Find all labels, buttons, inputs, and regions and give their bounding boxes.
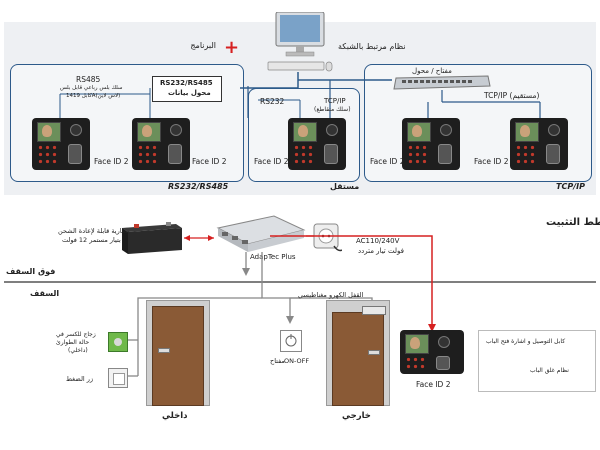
switch-ar-label: مفتاح (270, 357, 285, 365)
battery-icon (118, 218, 184, 256)
inside-door-handle (158, 348, 170, 353)
plus-icon: + (224, 37, 240, 58)
rs485-section-label: RS232/RS485 (168, 182, 229, 191)
rs232-label: RS232 (260, 97, 285, 106)
above-ceiling-label: فوق السقف (6, 267, 56, 276)
battery-label-line1: بطارية قابلة لإعادة الشحن (58, 227, 129, 235)
face-id-device-3 (288, 118, 346, 170)
legend-red-label: كابل التوصيل و اشارة فتح الباب (486, 338, 566, 345)
face-id-device-2 (132, 118, 190, 170)
tcpip-section-label: TCP/IP (556, 182, 585, 191)
crossover-cable-note: (سلك متقاطع) (314, 106, 351, 113)
network-connection-lines (59, 72, 541, 118)
outside-label: خارجي (342, 411, 371, 421)
adaptec-label: AdapTec Plus (250, 253, 296, 261)
face-id-device-5 (510, 118, 568, 170)
device-label-1: Face ID 2 (94, 157, 129, 166)
switch-label: مفتاح / محول (412, 67, 452, 75)
legend-box (478, 330, 596, 392)
converter-label-line2: محول بيانات (168, 89, 211, 97)
data-converter-box (152, 76, 222, 102)
outside-door (332, 312, 384, 406)
ac-voltage-ar-label: فولت تيار متردد (358, 247, 404, 255)
installation-title: مخطط التثبيت (546, 217, 600, 228)
face-id-device-4 (402, 118, 460, 170)
network-switch-icon (392, 74, 492, 92)
outside-door-handle (368, 350, 380, 355)
on-off-switch-icon (280, 330, 302, 352)
computer-icon (264, 11, 334, 84)
networked-system-label: نظام مرتبط بالشبكة (338, 42, 406, 51)
glass-label-line3: (داخلي) (68, 347, 88, 354)
emergency-break-glass-icon (108, 332, 128, 352)
device-label-5: Face ID 2 (474, 157, 509, 166)
tcpip-straight-label: TCP/IP (مستقيم) (484, 91, 540, 100)
inside-label: داخلي (162, 411, 188, 421)
glass-label-line2: حالة الطوارئ (56, 339, 90, 346)
glass-label-line1: زجاج للكسر في (56, 331, 96, 338)
push-button-icon (108, 368, 128, 388)
on-off-label: ON-OFF (284, 357, 310, 365)
cable-note-line1: سلك بلس رباعي قابل بلس (60, 85, 123, 91)
converter-label-line1: RS232/RS485 (160, 79, 213, 87)
battery-label-line2: بتيار مستمر 12 فولت (62, 236, 121, 244)
ac-voltage-label: AC110/240V (356, 237, 400, 245)
cable-note-line2: كابل 1419A(لاس لاين) (66, 93, 121, 99)
device-label-2: Face ID 2 (192, 157, 227, 166)
standalone-section-label: مستقل (330, 182, 360, 191)
program-label: البرنامج (190, 41, 216, 50)
standalone-tcpip-label: TCP/IP (324, 97, 346, 105)
ceiling-label: السقف (30, 289, 60, 298)
inside-door (152, 306, 204, 406)
electromagnetic-lock-label: القفل الكهرو مغناطيسي (298, 291, 364, 299)
legend-gray-label: نظام غلق الباب (530, 367, 569, 374)
device-label-4: Face ID 2 (370, 157, 405, 166)
face-id-device-installed (400, 330, 464, 374)
electromagnetic-lock-icon (362, 306, 386, 315)
rs485-label: RS485 (76, 75, 101, 84)
installed-device-label: Face ID 2 (416, 380, 451, 389)
push-button-label: زر الضغط (66, 375, 94, 383)
device-label-3: Face ID 2 (254, 157, 289, 166)
face-id-device-1 (32, 118, 90, 170)
